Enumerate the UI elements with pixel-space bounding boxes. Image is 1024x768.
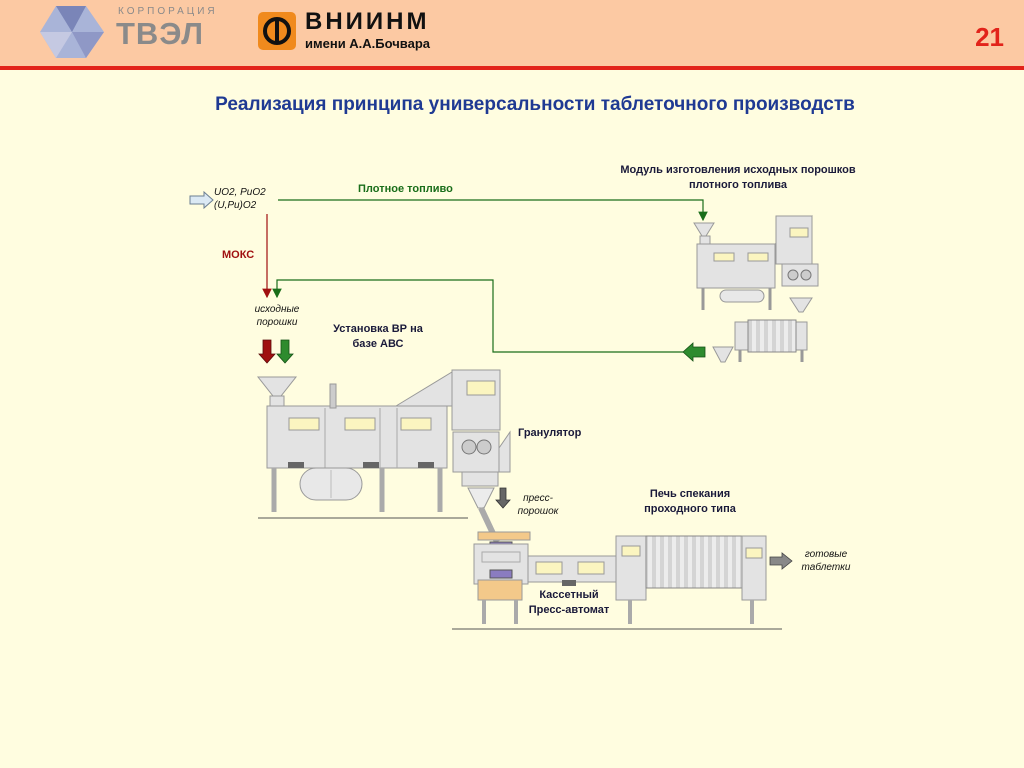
- return-flow-line: [272, 279, 683, 353]
- finished-tablets-label: готовые таблетки: [801, 549, 851, 573]
- installation-label: Установка ВР на базе АВС: [333, 323, 423, 350]
- institute-name: ВНИИНМ: [305, 8, 430, 35]
- initial-powders-label: исходные порошки: [254, 304, 300, 328]
- powder-green-arrow-icon: [276, 339, 294, 364]
- corp-label-big: ТВЭЛ: [116, 16, 204, 51]
- powder-red-arrow-icon: [258, 339, 276, 364]
- header-bar: [0, 0, 1024, 68]
- formula-line-2: (U,Pu)O2: [214, 200, 257, 211]
- press-label: Кассетный Пресс-автомат: [528, 589, 610, 616]
- corp-label-small: КОРПОРАЦИЯ: [118, 6, 218, 17]
- sintering-furnace-equipment: [452, 535, 782, 630]
- formula-line-1: UO2, PuO2: [214, 187, 266, 198]
- furnace-label: Печь спекания проходного типа: [644, 488, 736, 515]
- vniinm-logo-icon: [258, 12, 296, 50]
- slide-title: Реализация принципа универсальности табл…: [215, 94, 855, 115]
- input-arrow-icon: [189, 190, 214, 210]
- output-arrow-icon: [769, 552, 793, 570]
- press-powder-arrow-icon: [495, 487, 511, 509]
- moks-label: МОКС: [222, 249, 255, 261]
- module-label: Модуль изготовления исходных порошков пл…: [620, 164, 856, 191]
- return-arrow-icon: [682, 342, 706, 362]
- press-powder-label: пресс-порошок: [517, 493, 559, 517]
- dense-fuel-flow-line: [278, 199, 708, 222]
- powder-module-equipment: [693, 214, 819, 363]
- header-divider: [0, 66, 1024, 70]
- granulator-label: Гранулятор: [518, 427, 582, 439]
- tvel-logo-icon: [40, 6, 104, 58]
- formula-label: UO2, PuO2 (U,Pu)O2: [214, 186, 284, 212]
- granulator-equipment: [452, 430, 511, 544]
- institute-subtitle: имени А.А.Бочвара: [305, 36, 431, 51]
- vr-installation-equipment: [256, 369, 501, 519]
- cassette-press-equipment: [473, 531, 619, 624]
- dense-fuel-label: Плотное топливо: [358, 183, 453, 195]
- page-number: 21: [975, 22, 1004, 52]
